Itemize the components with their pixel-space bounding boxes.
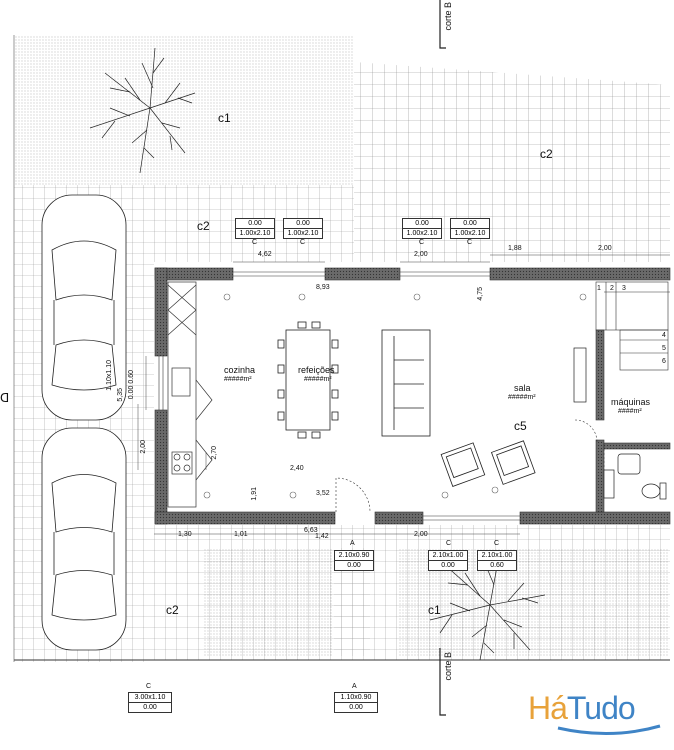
doors bbox=[335, 419, 605, 513]
window-letter: C bbox=[419, 239, 425, 246]
dim-label: 4,62 bbox=[258, 251, 272, 258]
sofa bbox=[381, 329, 431, 437]
window-letter: C bbox=[146, 683, 152, 690]
car-bottom bbox=[41, 427, 127, 651]
dim-label: 4,75 bbox=[477, 287, 484, 301]
window-tag-left: 1.10x1.10 bbox=[106, 360, 113, 391]
logo-text-ha: Há bbox=[528, 690, 568, 726]
dining-table bbox=[277, 321, 339, 439]
tv-unit bbox=[573, 347, 587, 403]
room-area-refeicoes: #####m² bbox=[304, 376, 332, 383]
dim-label: 1,01 bbox=[234, 531, 248, 538]
armchairs bbox=[440, 440, 536, 487]
hatudo-logo[interactable]: HáTudo bbox=[528, 690, 636, 727]
section-label-top: corte B bbox=[443, 2, 453, 31]
dim-label: 3,52 bbox=[316, 490, 330, 497]
dotted-bed-bottom-1 bbox=[203, 548, 333, 656]
dim-label: 2,00 bbox=[414, 251, 428, 258]
dim-label: 2,40 bbox=[290, 465, 304, 472]
window-letter: C bbox=[494, 540, 500, 547]
kitchen-counter bbox=[167, 281, 213, 508]
zone-label-c5: c5 bbox=[514, 419, 527, 433]
dim-label: 8,93 bbox=[316, 284, 330, 291]
room-name-maquinas: máquinas bbox=[611, 397, 651, 407]
dim-label: 5,35 bbox=[117, 388, 124, 402]
stair-step-number: 6 bbox=[662, 358, 666, 365]
window-letter: C bbox=[300, 239, 306, 246]
dim-label: 2,00 bbox=[598, 245, 612, 252]
stair-step-number: 3 bbox=[622, 285, 626, 292]
ceiling-lights bbox=[203, 293, 587, 499]
section-markers bbox=[439, 0, 446, 716]
window-letter: C bbox=[446, 540, 452, 547]
zone-label-c2-left: c2 bbox=[197, 219, 210, 233]
zone-label-c2-top-right: c2 bbox=[540, 147, 553, 161]
dim-label: 1,91 bbox=[251, 487, 258, 501]
section-label-left: ᗡ bbox=[0, 391, 10, 405]
dim-label: 1,42 bbox=[315, 533, 329, 540]
stair-step-number: 2 bbox=[610, 285, 614, 292]
room-area-sala: #####m² bbox=[508, 394, 536, 401]
stair-step-number: 5 bbox=[662, 345, 666, 352]
stair-step-number: 1 bbox=[597, 285, 601, 292]
window-tag-left: 0.00 0.60 bbox=[128, 370, 135, 400]
room-area-cozinha: #####m² bbox=[224, 376, 252, 383]
car-top bbox=[41, 194, 127, 421]
dim-label: 1,88 bbox=[508, 245, 522, 252]
zone-label-c2-bottom: c2 bbox=[166, 603, 179, 617]
window-letter: C bbox=[467, 239, 473, 246]
zone-label-c1-top: c1 bbox=[218, 111, 231, 125]
dim-label: 2,70 bbox=[211, 446, 218, 460]
logo-smile-icon bbox=[557, 724, 661, 736]
dim-label: 1,30 bbox=[178, 531, 192, 538]
dim-label: 6,63 bbox=[304, 527, 318, 534]
room-name-sala: sala bbox=[514, 383, 531, 393]
zone-label-c1-bottom: c1 bbox=[428, 603, 441, 617]
bathroom-fixtures bbox=[603, 453, 667, 500]
logo-text-tudo: Tudo bbox=[566, 690, 636, 726]
window-letter: A bbox=[350, 540, 355, 547]
section-label-bottom: corte B bbox=[443, 652, 453, 681]
tree-symbol-bottom bbox=[429, 549, 546, 661]
dotted-garden-top bbox=[14, 35, 354, 185]
room-area-maquinas: ####m² bbox=[618, 408, 642, 415]
window-letter: A bbox=[352, 683, 357, 690]
room-name-refeicoes: refeições bbox=[298, 365, 335, 375]
stairs bbox=[595, 281, 670, 371]
window-letter: C bbox=[252, 239, 258, 246]
stair-step-number: 4 bbox=[662, 332, 666, 339]
walls bbox=[154, 267, 671, 525]
dim-label: 2,00 bbox=[414, 531, 428, 538]
room-name-cozinha: cozinha bbox=[224, 365, 256, 375]
dim-label: 2,00 bbox=[140, 440, 147, 454]
tree-symbol-top bbox=[89, 47, 196, 174]
